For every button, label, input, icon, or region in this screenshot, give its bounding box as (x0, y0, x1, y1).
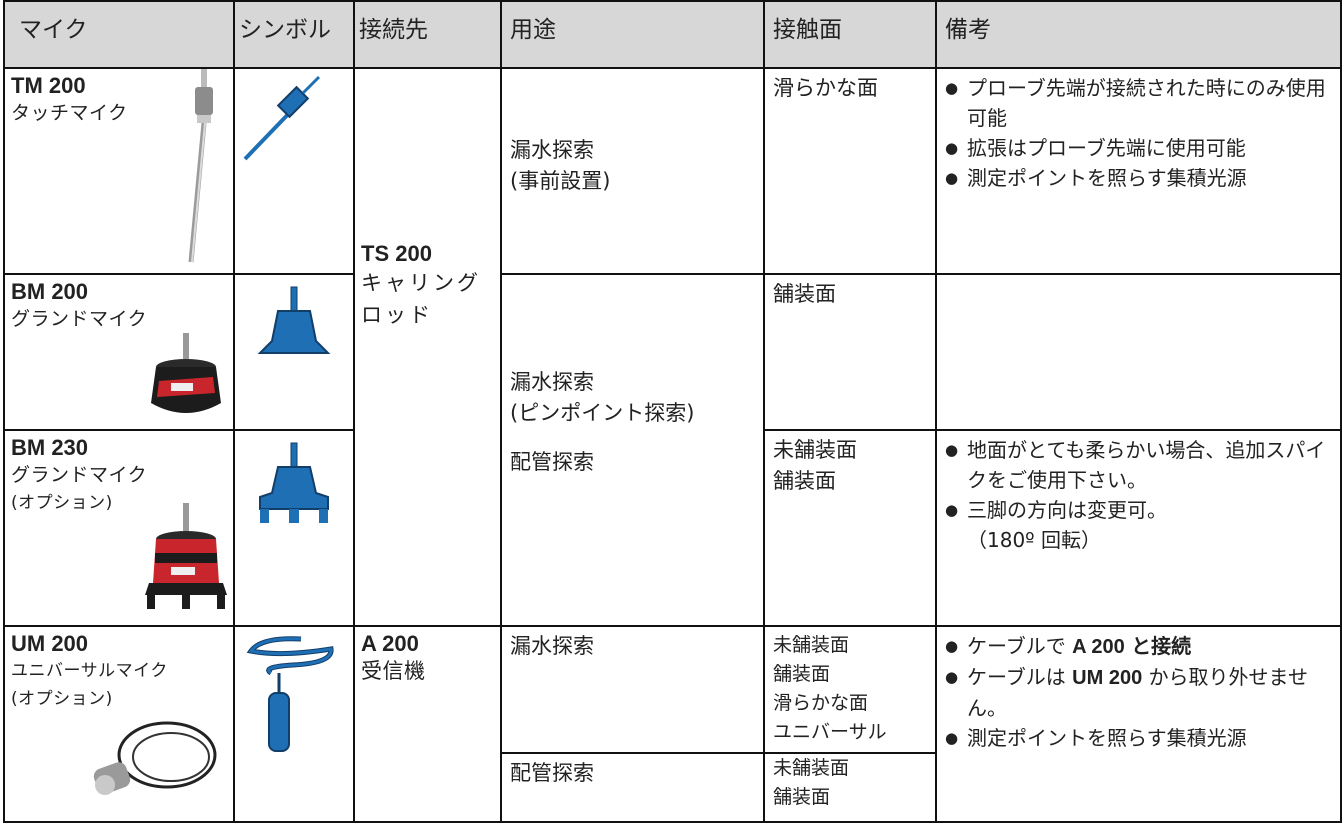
symbol-cell-bm230 (233, 429, 355, 627)
surface-text: 舗装面 (773, 282, 836, 306)
table-row: BM 200 グランドマイク 漏水探索 (ピンポイント探索) (3, 273, 1342, 627)
surface-text: 未舗装面 (773, 634, 850, 656)
purpose-text: 漏水探索 (510, 370, 594, 394)
surface-text: 滑らかな面 (773, 76, 878, 100)
mic-cell-um200: UM 200 ユニバーサルマイク (オプション) (3, 625, 235, 823)
table-row: UM 200 ユニバーサルマイク (オプション) A 200 (3, 624, 1342, 823)
connection-name: A 200 (361, 631, 419, 656)
surface-cell-bm230: 未舗装面 舗装面 (763, 429, 937, 627)
header-remarks: 備考 (935, 0, 1342, 69)
mic-name: BM 230 (11, 435, 89, 460)
remarks-cell-bm200 (935, 273, 1342, 431)
touch-mic-symbol-icon (243, 75, 321, 161)
surface-text: 未舗装面 (773, 757, 850, 780)
table-row: 配管探索 未舗装面 舗装面 (4, 752, 1341, 823)
surface-cell-bm200: 舗装面 (763, 273, 937, 431)
symbol-cell-um200 (233, 625, 355, 823)
mic-option: (オプション) (11, 493, 113, 513)
universal-mic-symbol-icon (246, 636, 334, 752)
universal-mic-photo (93, 721, 217, 795)
remark-bold: と接続 (1131, 636, 1192, 658)
mic-cell-tm200: TM 200 タッチマイク (3, 67, 235, 275)
surface-text: 舗装面 (773, 786, 831, 809)
purpose-text: 漏水探索 (510, 138, 594, 162)
remark-item: 測定ポイントを照らす集積光源 (945, 163, 1336, 193)
header-symbol: シンボル (233, 0, 355, 69)
surface-cell-um200-leak: 未舗装面 舗装面 滑らかな面 ユニバーサル (763, 624, 937, 755)
symbol-cell-bm200 (233, 273, 355, 431)
remark-text: （180º 回転） (967, 528, 1101, 552)
header-connection: 接続先 (353, 0, 502, 69)
mic-cell-bm200: BM 200 グランドマイク (3, 273, 235, 431)
remark-item: 三脚の方向は変更可。 （180º 回転） (945, 495, 1336, 555)
remark-bold: A 200 (1072, 636, 1125, 658)
header-row: マイク シンボル 接続先 用途 接触面 備考 (3, 0, 1342, 69)
remarks-cell-um200: ケーブルで A 200 と接続 ケーブルは UM 200 から取り外せません。 … (935, 625, 1342, 823)
connection-cell-ts200: TS 200 キャリング ロッド (353, 67, 502, 627)
mic-name: BM 200 (11, 279, 89, 304)
header-purpose: 用途 (500, 0, 765, 69)
purpose-cell-um200-leak: 漏水探索 (500, 624, 765, 755)
header-mic: マイク (3, 0, 235, 69)
remark-item: プローブ先端が接続された時にのみ使用可能 (945, 73, 1336, 133)
connection-desc: 受信機 (361, 659, 426, 683)
remark-item: 拡張はプローブ先端に使用可能 (945, 133, 1336, 163)
remark-item: ケーブルは UM 200 から取り外せません。 (945, 662, 1336, 723)
purpose-text: (事前設置) (510, 169, 611, 193)
mic-option: (オプション) (11, 689, 113, 709)
mic-type: グランドマイク (11, 308, 148, 330)
remark-bold: UM 200 (1072, 667, 1143, 689)
remarks-cell-tm200: プローブ先端が接続された時にのみ使用可能 拡張はプローブ先端に使用可能 測定ポイ… (935, 67, 1342, 275)
mic-cell-bm230: BM 230 グランドマイク (オプション) (3, 429, 235, 627)
mic-type: ユニバーサルマイク (11, 661, 168, 681)
ground-mic-symbol-icon (257, 286, 331, 354)
purpose-cell-pinpoint: 漏水探索 (ピンポイント探索) 配管探索 (500, 273, 765, 627)
mic-type: グランドマイク (11, 464, 148, 486)
purpose-cell-um200-pipe: 配管探索 (500, 752, 765, 823)
purpose-cell-tm200: 漏水探索 (事前設置) (500, 67, 765, 275)
connection-desc: キャリング (361, 271, 481, 295)
table-row: TM 200 タッチマイク TS 200 キャリング (3, 67, 1342, 627)
purpose-text: 配管探索 (510, 450, 594, 474)
header-surface: 接触面 (763, 0, 937, 69)
mic-type: タッチマイク (11, 102, 128, 124)
mic-name: UM 200 (11, 631, 89, 656)
symbol-cell-tm200 (233, 67, 355, 275)
remark-text: 三脚の方向は変更可。 (967, 498, 1167, 522)
purpose-text: 漏水探索 (510, 634, 594, 658)
surface-text: ユニバーサル (773, 721, 887, 743)
connection-desc: ロッド (361, 303, 433, 327)
microphone-table: マイク シンボル 接続先 用途 接触面 備考 TM 200 タッチマイク (3, 0, 1342, 823)
remark-item: 測定ポイントを照らす集積光源 (945, 723, 1336, 753)
remark-text: ケーブルで (967, 634, 1066, 658)
surface-text: 滑らかな面 (773, 692, 869, 714)
remark-text: ケーブルは (967, 665, 1066, 689)
surface-text: 未舗装面 (773, 438, 857, 462)
touch-mic-photo (188, 70, 213, 263)
connection-cell-a200: A 200 受信機 (353, 625, 502, 823)
surface-text: 舗装面 (773, 663, 831, 685)
ground-mic-photo (151, 333, 221, 413)
purpose-text: 配管探索 (510, 761, 594, 786)
tripod-mic-symbol-icon (259, 442, 329, 523)
remark-text: から取り外せません。 (967, 665, 1308, 720)
purpose-text: (ピンポイント探索) (510, 401, 695, 425)
connection-name: TS 200 (361, 241, 432, 266)
ground-mic-tripod-photo (145, 503, 227, 609)
surface-text: 舗装面 (773, 469, 836, 493)
table-row: BM 230 グランドマイク (オプション) (3, 429, 1342, 627)
remark-item: ケーブルで A 200 と接続 (945, 631, 1336, 662)
surface-cell-um200-pipe: 未舗装面 舗装面 (763, 752, 937, 823)
surface-cell-tm200: 滑らかな面 (763, 67, 937, 275)
remarks-cell-bm230: 地面がとても柔らかい場合、追加スパイクをご使用下さい。 三脚の方向は変更可。 （… (935, 429, 1342, 627)
remark-item: 地面がとても柔らかい場合、追加スパイクをご使用下さい。 (945, 435, 1336, 495)
mic-name: TM 200 (11, 73, 86, 98)
